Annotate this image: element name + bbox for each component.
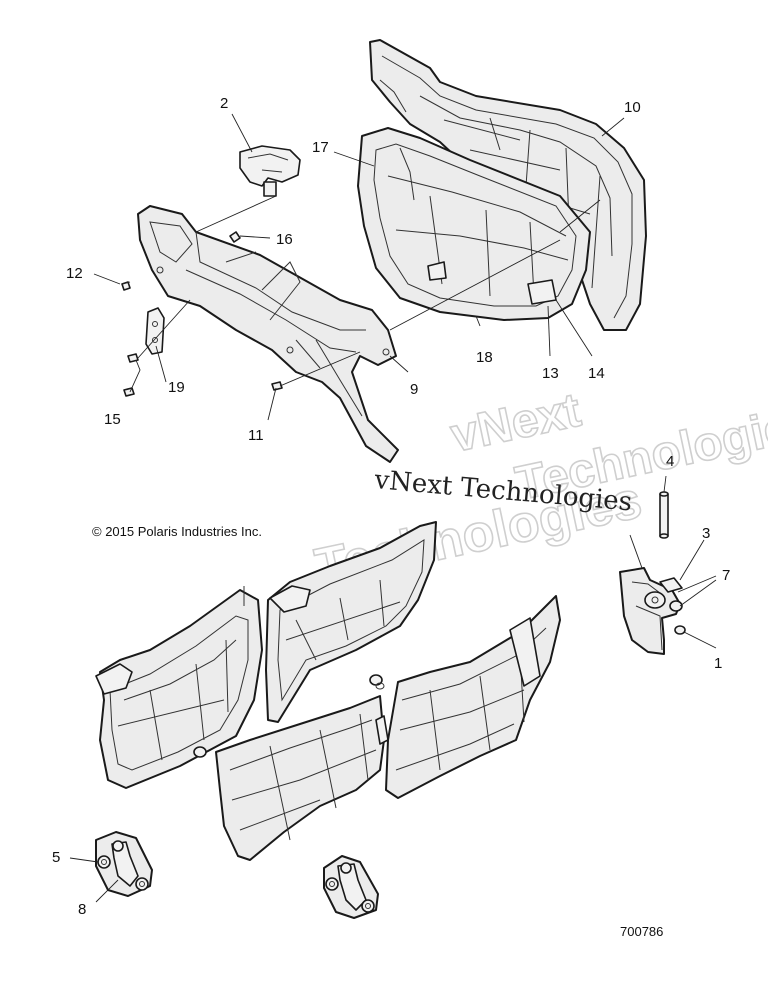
callout-11: 11 [248, 427, 264, 444]
part-door-panel-right [385, 595, 561, 799]
callout-10: 10 [624, 99, 641, 116]
callout-4: 4 [666, 453, 674, 470]
callout-16: 16 [276, 231, 293, 248]
callout-1: 1 [714, 655, 722, 672]
part-hinge-assembly [619, 491, 686, 655]
callout-7: 7 [722, 567, 730, 584]
callout-2: 2 [220, 95, 228, 112]
callout-14: 14 [588, 365, 605, 382]
copyright-notice: © 2015 Polaris Industries Inc. [92, 524, 262, 539]
callout-8: 8 [78, 901, 86, 918]
grommets [193, 674, 385, 758]
bolt-upper-15 [127, 353, 139, 363]
part-door-frame [137, 205, 399, 463]
part-latch [239, 145, 301, 197]
figure-number: 700786 [620, 924, 663, 939]
callout-15: 15 [104, 411, 121, 428]
part-door-panel-center [215, 695, 389, 861]
callout-9: 9 [410, 381, 418, 398]
callout-19: 19 [168, 379, 185, 396]
callout-12: 12 [66, 265, 83, 282]
bolt-11 [271, 381, 283, 391]
callout-3: 3 [702, 525, 710, 542]
part-door-assembly-left [95, 586, 263, 789]
callout-17: 17 [312, 139, 329, 156]
part-door-assembly-center [265, 521, 437, 723]
callout-18: 18 [476, 349, 493, 366]
callout-labels: 2 10 17 16 12 18 13 14 19 9 15 11 4 3 7 … [52, 95, 730, 918]
callout-5: 5 [52, 849, 60, 866]
bolt-15 [123, 387, 135, 397]
nut-16 [229, 231, 241, 243]
callout-13: 13 [542, 365, 559, 382]
part-window-frame [357, 127, 591, 321]
part-hinge-bracket-left [95, 831, 153, 897]
part-hinge-bracket-right [323, 855, 379, 919]
leader-lines [69, 113, 717, 903]
part-bracket [145, 307, 165, 355]
